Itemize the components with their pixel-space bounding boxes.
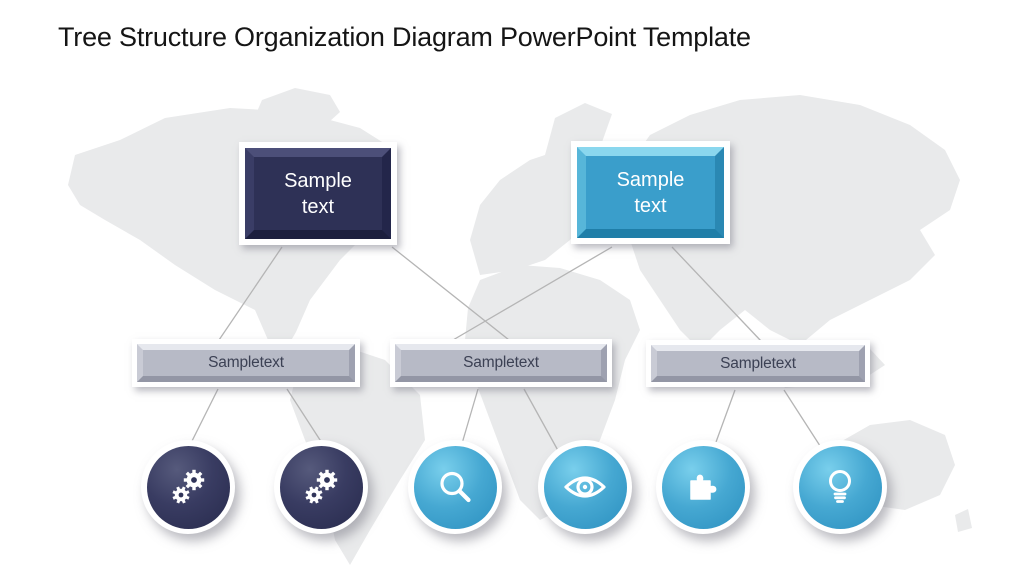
leaf-node-3[interactable] <box>408 440 502 534</box>
root-node-1-label: Sample text <box>284 169 352 218</box>
leaf-node-5[interactable] <box>656 440 750 534</box>
connector-line <box>391 246 510 341</box>
branch-node-1[interactable]: Sample text <box>132 339 360 387</box>
branch-node-1-label: Sample text <box>208 354 284 371</box>
search-icon <box>440 471 471 503</box>
leaf-node-4[interactable] <box>538 440 632 534</box>
branch-node-3[interactable]: Sample text <box>646 340 870 387</box>
eye-icon <box>564 476 606 498</box>
connector-line <box>671 246 762 342</box>
leaf-node-2[interactable] <box>274 440 368 534</box>
gears-icon <box>305 469 338 504</box>
lightbulb-icon <box>829 470 851 503</box>
slide-title: Tree Structure Organization Diagram Powe… <box>58 22 751 52</box>
gears-icon <box>172 469 205 504</box>
connector-line <box>218 246 283 341</box>
root-node-1[interactable]: Sample text <box>239 142 397 245</box>
root-node-2-label: Sample text <box>616 168 685 217</box>
root-node-2[interactable]: Sample text <box>571 141 730 244</box>
leaf-node-1[interactable] <box>141 440 235 534</box>
branch-node-2[interactable]: Sample text <box>390 339 612 387</box>
branch-node-2-label: Sample text <box>463 354 539 371</box>
puzzle-icon <box>690 474 717 500</box>
leaf-node-6[interactable] <box>793 440 887 534</box>
connector-line <box>452 246 613 341</box>
branch-node-3-label: Sample text <box>720 354 796 372</box>
